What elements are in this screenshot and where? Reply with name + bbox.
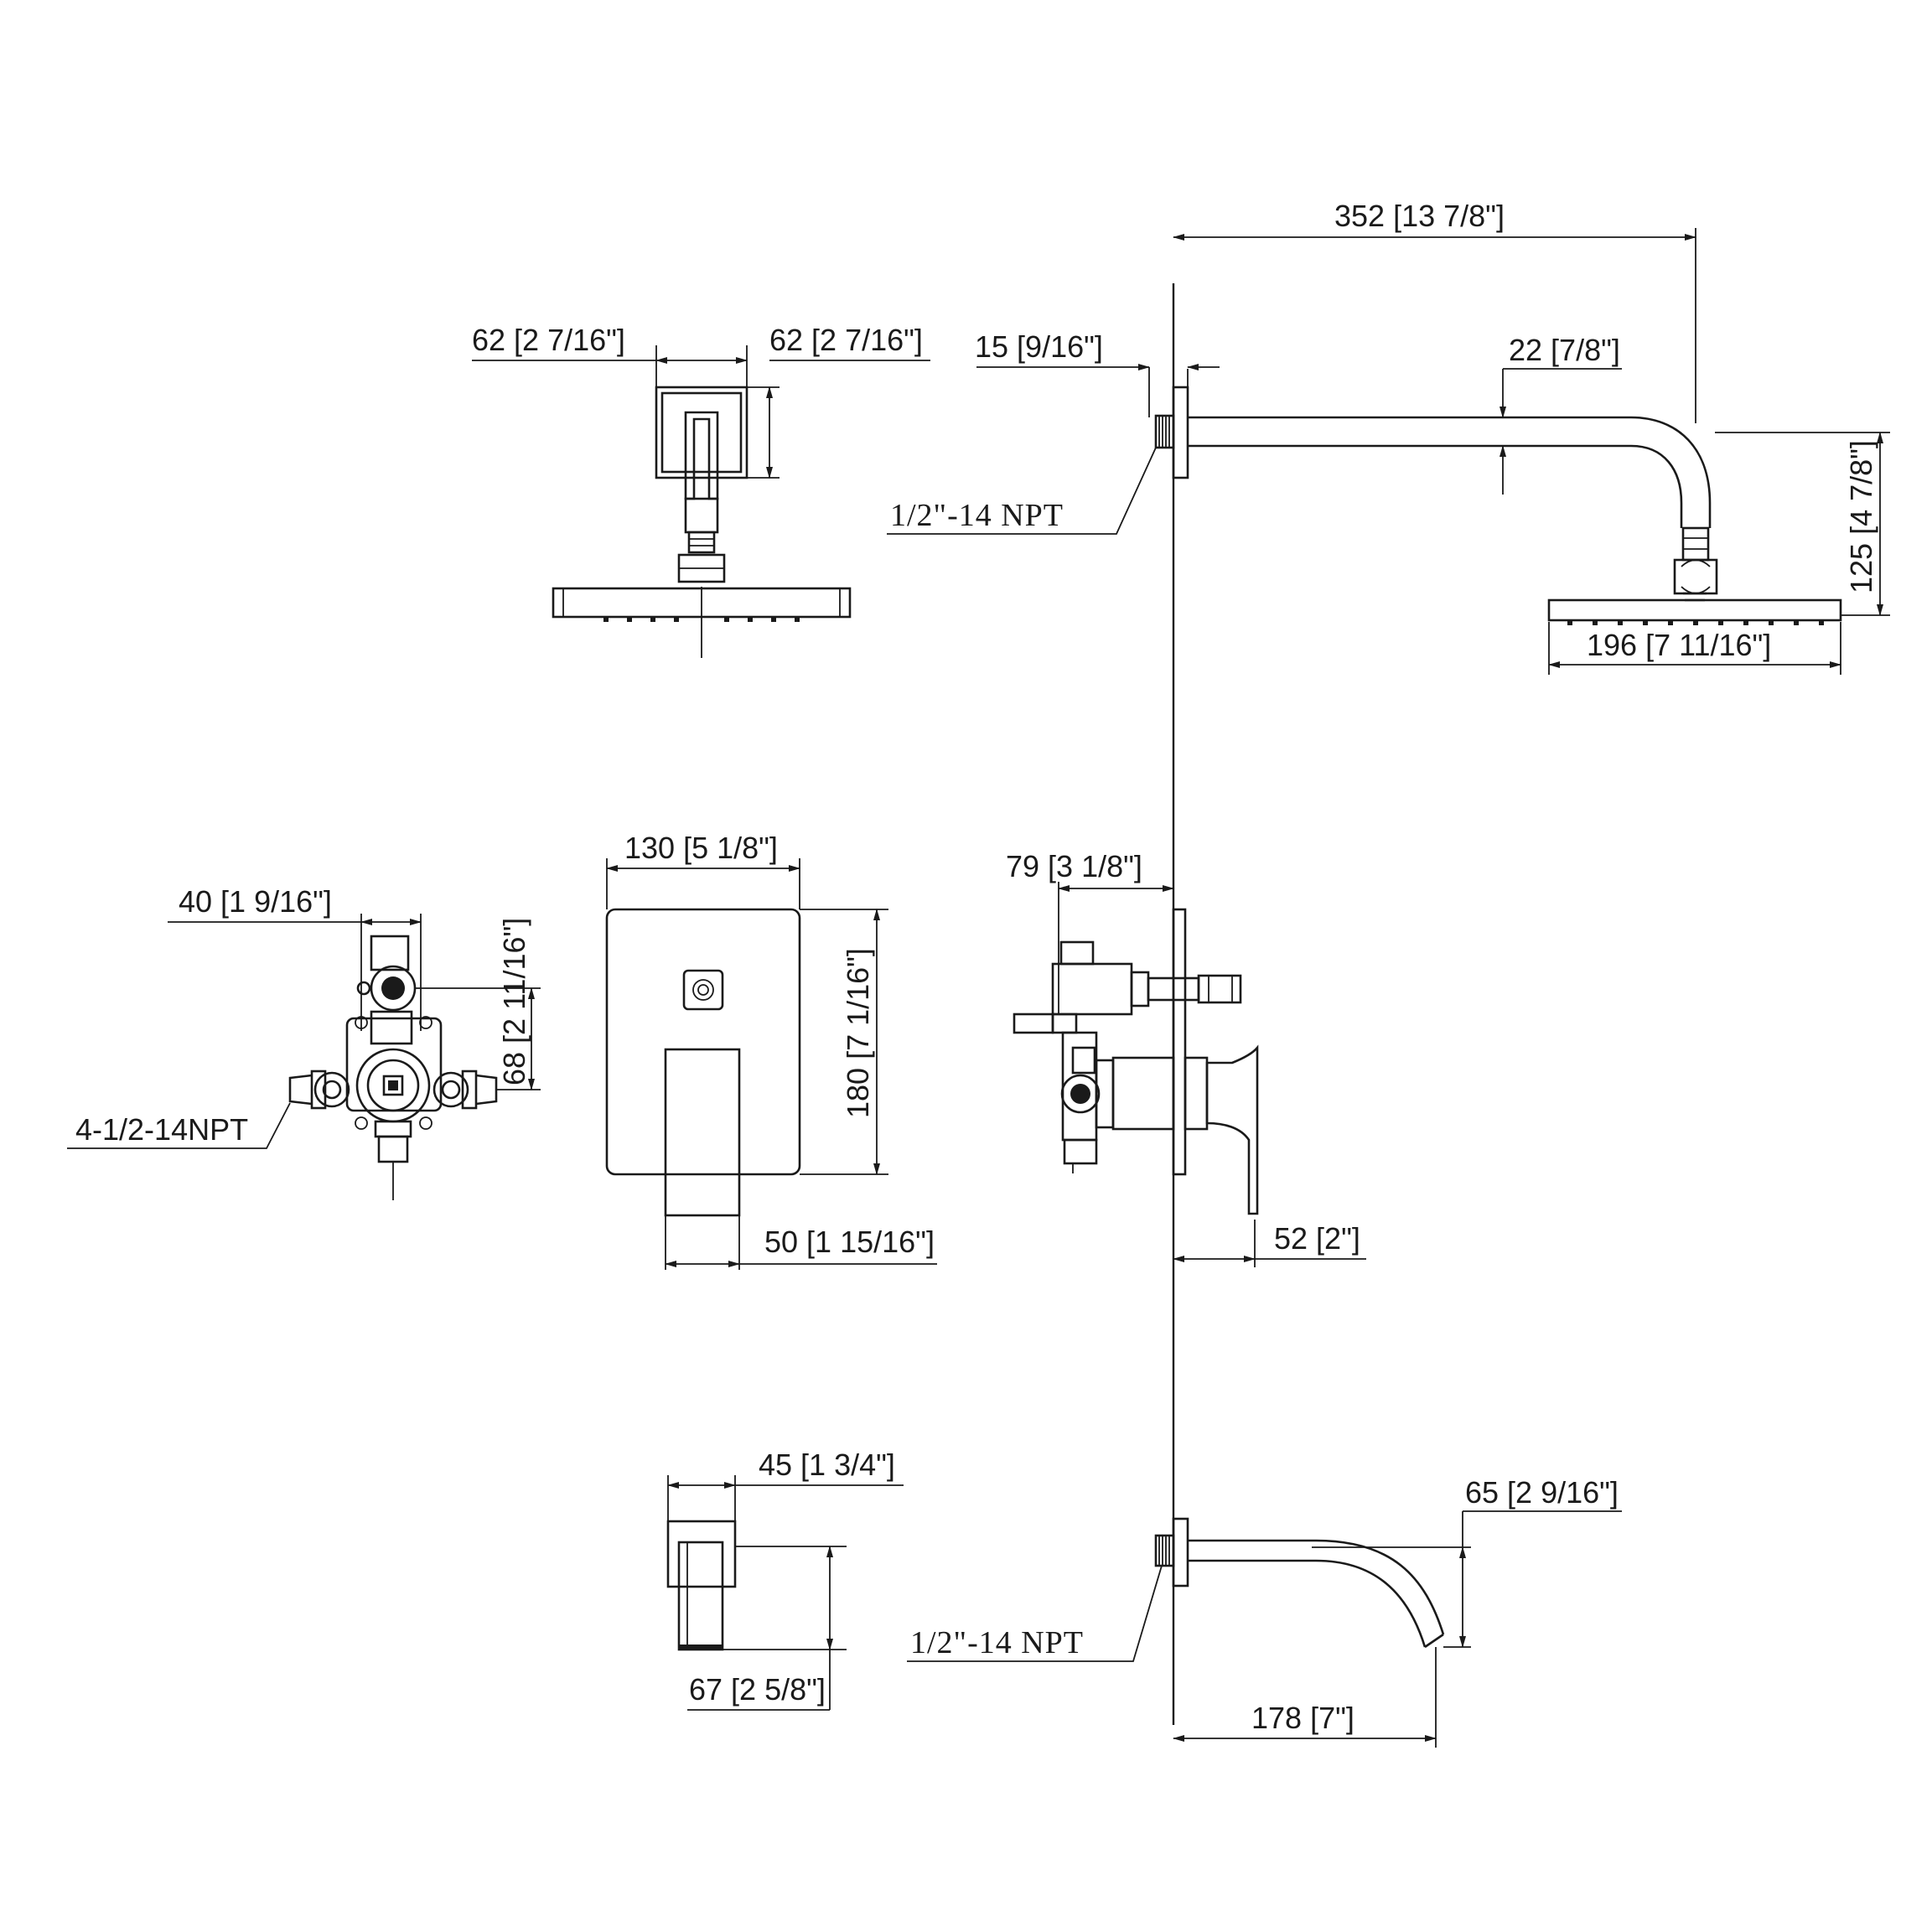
dim-flange-height: 62 [2 7/16"]: [769, 323, 923, 357]
dim-spout-drop: 65 [2 9/16"]: [1465, 1475, 1619, 1510]
dim-spout-height: 67 [2 5/8"]: [689, 1672, 826, 1707]
dim-handle-projection: 52 [2"]: [1274, 1221, 1360, 1256]
dim-port-width: 40 [1 9/16"]: [179, 884, 332, 919]
rough-in-valve-front-view: [288, 935, 498, 1200]
dim-arm-diameter: 22 [7/8"]: [1509, 333, 1620, 367]
dimension-lines: [67, 228, 1890, 1748]
valve-trim-front-view: [605, 908, 801, 1217]
dim-handle-width: 50 [1 15/16"]: [764, 1225, 935, 1259]
dim-spout-length: 178 [7"]: [1251, 1701, 1354, 1735]
dim-port-height: 68 [2 11/16"]: [497, 918, 531, 1085]
tub-spout-side-view: [1154, 1517, 1445, 1649]
dim-head-drop: 125 [4 7/8"]: [1844, 440, 1878, 593]
dim-trim-width: 130 [5 1/8"]: [624, 831, 778, 865]
note-valve-ports: 4-1/2-14NPT: [75, 1112, 248, 1147]
dim-head-width: 196 [7 11/16"]: [1587, 628, 1771, 662]
tub-spout-front-view: [666, 1520, 737, 1651]
note-arm-thread: 1/2"-14 NPT: [890, 498, 1064, 533]
dim-arm-projection: 352 [13 7/8"]: [1334, 199, 1505, 233]
shower-head-front-view: [552, 386, 852, 658]
valve-side-view: [1013, 908, 1259, 1215]
dim-flange-thickness: 15 [9/16"]: [975, 329, 1103, 364]
dim-trim-height: 180 [7 1/16"]: [841, 948, 875, 1118]
dim-spout-flange-width: 45 [1 3/4"]: [759, 1448, 895, 1482]
dim-valve-depth: 79 [3 1/8"]: [1006, 849, 1142, 883]
note-spout-thread: 1/2"-14 NPT: [910, 1625, 1084, 1660]
shower-arm-side-view: [1154, 386, 1842, 625]
dim-flange-width: 62 [2 7/16"]: [472, 323, 625, 357]
